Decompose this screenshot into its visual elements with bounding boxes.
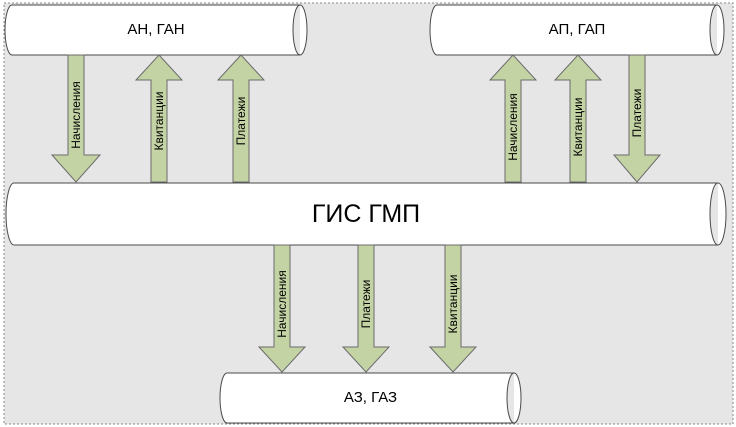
flow-arrow-top-left-0 xyxy=(50,54,102,183)
system-pipe-top-right xyxy=(429,4,725,56)
flow-arrow-bottom-1 xyxy=(341,244,391,373)
flow-label-top-right-1: Квитанции xyxy=(571,97,585,157)
flow-label-top-left-1: Квитанции xyxy=(152,91,166,151)
system-label-top-left: АН, ГАН xyxy=(127,21,185,38)
flow-arrow-top-right-1 xyxy=(553,54,603,183)
flow-label-top-left-2: Платежи xyxy=(234,96,248,146)
system-pipe-bottom xyxy=(219,372,522,424)
flow-label-bottom-1: Платежи xyxy=(359,279,373,329)
flow-arrow-bottom-0 xyxy=(257,244,307,373)
system-label-center: ГИС ГМП xyxy=(311,200,421,228)
system-label-top-right: АП, ГАП xyxy=(548,21,606,38)
system-pipe-top-left xyxy=(4,4,308,56)
flow-arrow-top-left-1 xyxy=(134,54,184,183)
flow-arrow-top-right-2 xyxy=(612,54,662,183)
flow-label-bottom-2: Квитанции xyxy=(446,274,460,334)
flow-arrow-top-right-0 xyxy=(488,54,538,183)
flow-arrow-bottom-2 xyxy=(428,244,478,373)
flow-label-bottom-0: Начисления xyxy=(275,270,289,338)
flow-label-top-right-0: Начисления xyxy=(506,93,520,161)
system-label-bottom: АЗ, ГАЗ xyxy=(343,389,398,406)
flow-label-top-right-2: Платежи xyxy=(630,88,644,138)
system-pipe-center xyxy=(5,182,727,246)
flow-label-top-left-0: Начисления xyxy=(69,81,83,149)
flow-arrow-top-left-2 xyxy=(216,54,266,183)
